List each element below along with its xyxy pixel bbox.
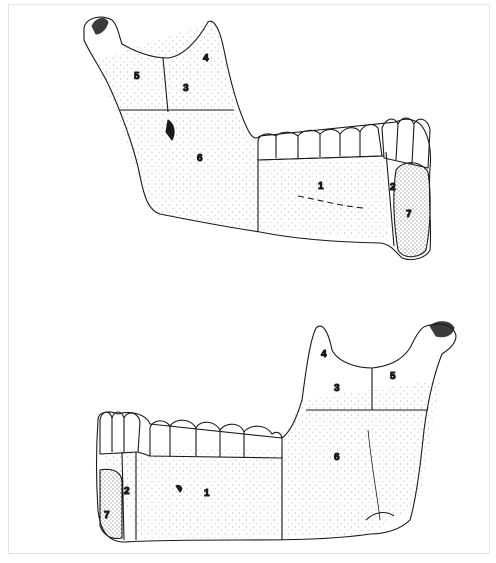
upper-label-4: 4 bbox=[203, 53, 209, 64]
mandible-view-upper: 1 2 3 4 5 6 7 bbox=[84, 17, 431, 259]
lower-label-2: 2 bbox=[124, 486, 130, 497]
upper-label-1: 1 bbox=[318, 181, 324, 192]
lower-label-4: 4 bbox=[321, 349, 327, 360]
lower-label-6: 6 bbox=[334, 452, 340, 463]
lower-fragment-7 bbox=[100, 469, 122, 538]
lower-label-3: 3 bbox=[334, 383, 340, 394]
lower-label-1: 1 bbox=[204, 488, 210, 499]
upper-label-5: 5 bbox=[134, 71, 140, 82]
lower-label-5: 5 bbox=[390, 371, 396, 382]
upper-label-6: 6 bbox=[197, 153, 203, 164]
upper-label-7: 7 bbox=[406, 209, 412, 220]
lower-label-7: 7 bbox=[104, 510, 110, 521]
upper-label-3: 3 bbox=[183, 83, 189, 94]
upper-label-2: 2 bbox=[390, 182, 396, 193]
upper-fragment-7 bbox=[394, 163, 430, 257]
mandible-view-lower: 1 2 3 4 5 6 7 bbox=[97, 322, 457, 542]
